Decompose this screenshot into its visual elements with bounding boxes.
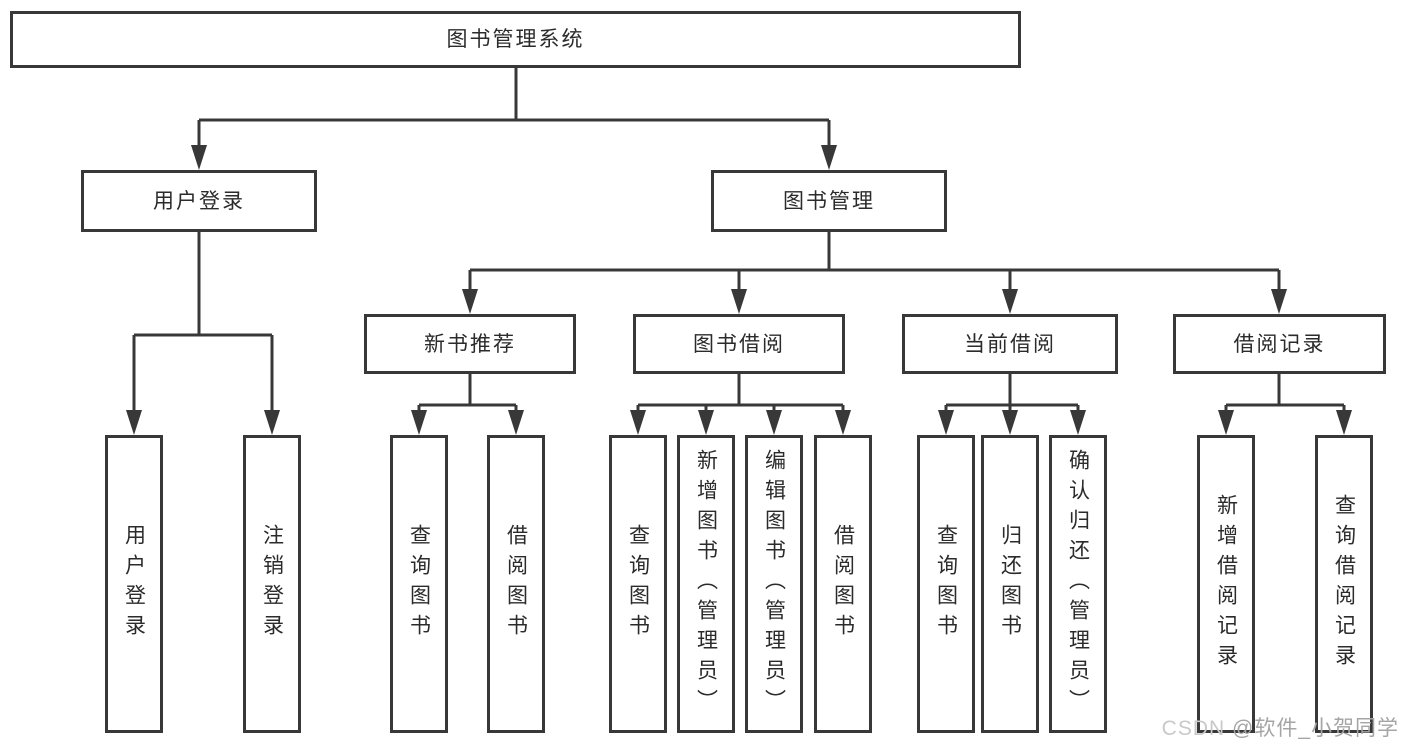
current-borrowing-node: 当前借阅 — [902, 314, 1118, 374]
arrowhead-icon — [264, 410, 280, 435]
add-book-admin-node: 新增图书（管理员） — [677, 435, 735, 733]
confirm-return-admin-node: 确认归还（管理员） — [1049, 435, 1107, 733]
edit-book-admin-node: 编辑图书（管理员） — [745, 435, 803, 733]
borrow-books-borrowing-node: 借阅图书 — [814, 435, 872, 733]
arrowhead-icon — [1070, 410, 1086, 435]
arrowhead-icon — [462, 289, 478, 314]
arrowhead-icon — [835, 410, 851, 435]
borrowing-records-node: 借阅记录 — [1173, 314, 1386, 374]
arrowhead-icon — [1218, 410, 1234, 435]
query-books-borrowing-node: 查询图书 — [609, 435, 667, 733]
logout-node: 注销登录 — [243, 435, 301, 733]
add-borrow-record-node: 新增借阅记录 — [1197, 435, 1255, 733]
arrowhead-icon — [411, 410, 427, 435]
arrowhead-icon — [126, 410, 142, 435]
arrowhead-icon — [508, 410, 524, 435]
arrowhead-icon — [698, 410, 714, 435]
arrowhead-icon — [1336, 410, 1352, 435]
login-node: 用户登录 — [105, 435, 163, 733]
return-books-node: 归还图书 — [981, 435, 1039, 733]
query-borrow-record-node: 查询借阅记录 — [1315, 435, 1373, 733]
arrowhead-icon — [191, 145, 207, 170]
arrowhead-icon — [766, 410, 782, 435]
borrow-books-recommend-node: 借阅图书 — [487, 435, 545, 733]
new-book-recommend-node: 新书推荐 — [364, 314, 576, 374]
watermark-prefix: CSDN — [1161, 717, 1232, 740]
watermark-handle: @软件_小贺同学 — [1232, 717, 1399, 740]
watermark: CSDN @软件_小贺同学 — [1162, 712, 1399, 742]
arrowhead-icon — [1271, 289, 1287, 314]
book-borrowing-node: 图书借阅 — [633, 314, 845, 374]
arrowhead-icon — [630, 410, 646, 435]
query-books-current-node: 查询图书 — [917, 435, 975, 733]
arrowhead-icon — [938, 410, 954, 435]
book-management-node: 图书管理 — [711, 170, 947, 232]
arrowhead-icon — [731, 289, 747, 314]
connector-path — [132, 68, 1346, 429]
root-node: 图书管理系统 — [10, 11, 1021, 68]
query-books-recommend-node: 查询图书 — [390, 435, 448, 733]
arrowhead-icon — [821, 145, 837, 170]
user-login-node: 用户登录 — [81, 170, 317, 232]
arrowhead-icon — [1002, 410, 1018, 435]
arrowhead-icon — [1002, 289, 1018, 314]
